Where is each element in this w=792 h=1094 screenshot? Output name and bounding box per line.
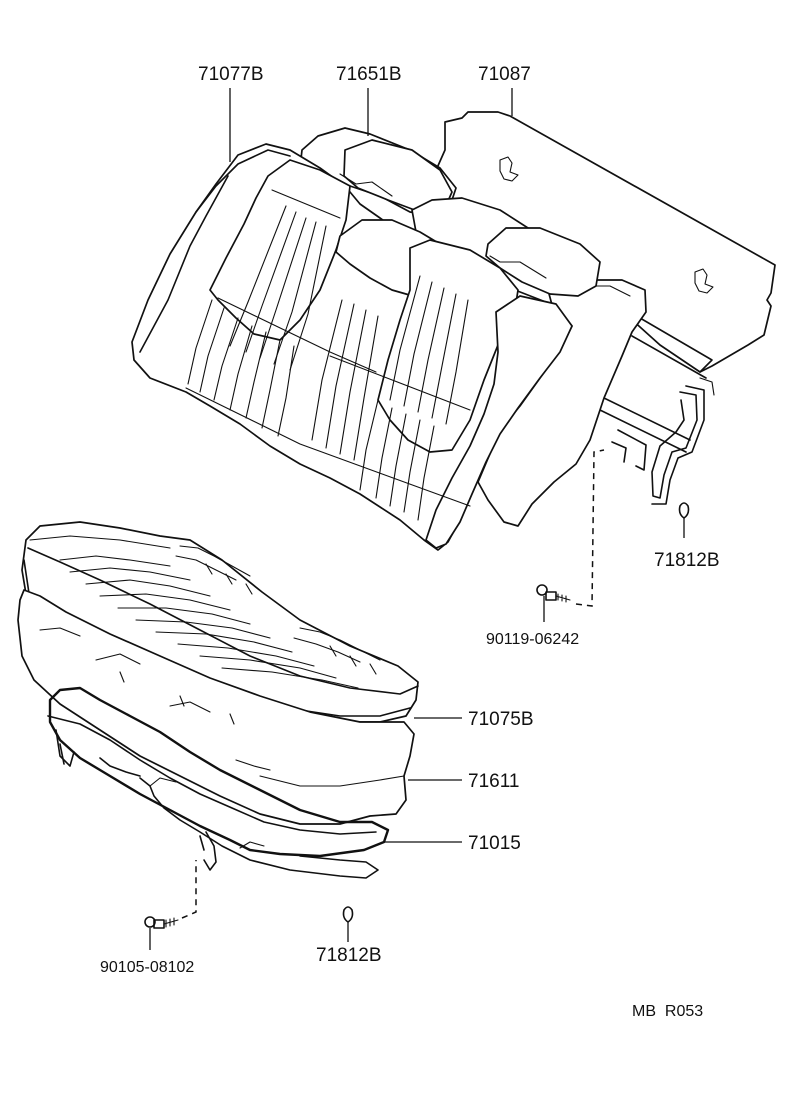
cushion-pad-drawing bbox=[17, 589, 415, 825]
footer-code: MB R053 bbox=[632, 1003, 703, 1020]
label-hog-ring-lower: 71812B bbox=[316, 945, 382, 966]
seatback-frame-rails bbox=[599, 317, 715, 505]
bolt-lower-dashed-line bbox=[181, 860, 197, 919]
label-cushion-cover: 71075B bbox=[468, 709, 534, 730]
hog-ring-upper-icon bbox=[678, 502, 690, 538]
label-cushion-frame: 71015 bbox=[468, 833, 521, 854]
label-back-board: 71087 bbox=[478, 64, 531, 85]
label-hog-ring-upper: 71812B bbox=[654, 550, 720, 571]
bolt-upper-dashed-line bbox=[575, 449, 605, 607]
label-cushion-pad: 71611 bbox=[468, 771, 519, 792]
seatback-cover-drawing bbox=[131, 143, 573, 551]
hog-ring-lower-icon bbox=[342, 906, 354, 942]
bolt-lower-icon bbox=[144, 916, 179, 950]
label-bolt-lower: 90105-08102 bbox=[100, 959, 194, 976]
label-headrest: 71651B bbox=[336, 64, 402, 85]
bolt-upper-icon bbox=[536, 584, 571, 622]
label-seatback-cover: 71077B bbox=[198, 64, 264, 85]
label-bolt-upper: 90119-06242 bbox=[486, 631, 579, 648]
headrest-drawing bbox=[299, 127, 601, 297]
